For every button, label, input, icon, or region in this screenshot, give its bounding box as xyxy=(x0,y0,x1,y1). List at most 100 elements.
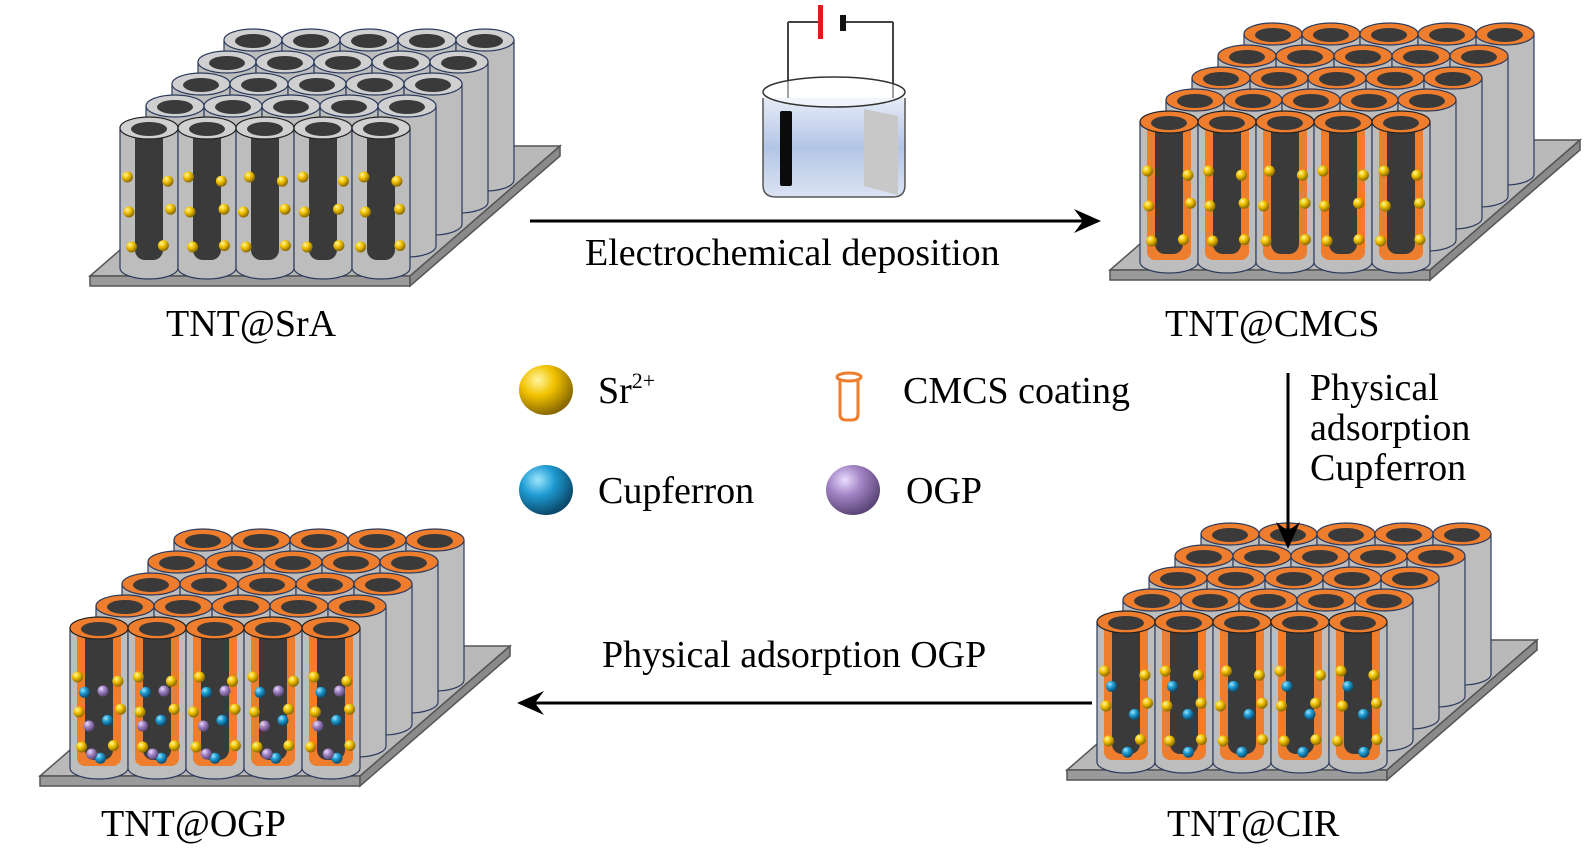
tube-opening xyxy=(1302,550,1338,564)
tube-opening xyxy=(243,534,279,548)
sr-particle xyxy=(1256,697,1268,709)
tube-opening xyxy=(1235,94,1271,108)
sr-particle xyxy=(298,206,310,218)
sr-particle xyxy=(309,706,321,718)
sr-particle xyxy=(1332,735,1344,747)
nanotube xyxy=(1255,110,1315,274)
sr-particle xyxy=(134,706,146,718)
cupferron-particle xyxy=(139,686,151,698)
cupferron-particle xyxy=(330,714,342,726)
tube-opening xyxy=(183,78,219,92)
tube-core xyxy=(143,628,171,760)
tube-opening xyxy=(299,78,335,92)
tube-opening xyxy=(1325,116,1361,130)
cupferron-particle xyxy=(1358,746,1370,758)
tube-opening xyxy=(139,622,175,636)
sr-particle xyxy=(182,171,194,183)
tube-core xyxy=(1387,122,1415,254)
ogp-particle xyxy=(219,685,231,697)
sr-particle xyxy=(184,206,196,218)
tube-opening xyxy=(1134,594,1170,608)
tube-opening xyxy=(81,622,117,636)
cupferron-particle xyxy=(315,686,327,698)
sr-particle xyxy=(1375,235,1387,247)
sr-particle xyxy=(1217,735,1229,747)
tube-opening xyxy=(249,578,285,592)
cupferron-particle xyxy=(1281,680,1293,692)
cupferron-particle xyxy=(1342,680,1354,692)
nanotube xyxy=(1197,110,1257,274)
sr-particle xyxy=(73,706,85,718)
tube-opening xyxy=(305,122,341,136)
tube-opening xyxy=(1209,116,1245,130)
battery-positive-plate xyxy=(818,5,823,39)
sr-particle xyxy=(168,703,180,715)
tube-opening xyxy=(1409,94,1445,108)
sr-particle xyxy=(301,241,313,253)
tube-opening xyxy=(1250,594,1286,608)
sr-particle xyxy=(226,675,238,687)
sr-particle xyxy=(1195,734,1207,746)
substrate-side xyxy=(359,644,511,788)
sr-particle xyxy=(1256,734,1268,746)
tube-opening xyxy=(293,34,329,48)
sr-particle xyxy=(358,171,370,183)
sr-particle xyxy=(1263,165,1275,177)
sr-particle xyxy=(76,741,88,753)
sr-particle xyxy=(1139,669,1151,681)
tube-opening xyxy=(247,122,283,136)
nanotube xyxy=(1270,610,1330,774)
tube-opening xyxy=(333,556,369,570)
tube-opening xyxy=(1287,50,1323,64)
sr-particle xyxy=(1202,165,1214,177)
sr-particle xyxy=(355,241,367,253)
tube-core xyxy=(1286,622,1314,754)
ogp-particle xyxy=(197,720,209,732)
substrate-side xyxy=(1429,138,1581,282)
sr-particle xyxy=(1134,734,1146,746)
cupferron-particle xyxy=(1121,746,1133,758)
legend-cmcs-coating: CMCS coating xyxy=(903,370,1130,412)
sr-particle xyxy=(279,240,291,252)
ogp-particle xyxy=(258,720,270,732)
label-tnt-cir: TNT@CIR xyxy=(1167,803,1340,845)
ogp-particle xyxy=(200,748,212,760)
tube-core xyxy=(251,128,279,260)
ogp-particle xyxy=(333,685,345,697)
cupferron-particle xyxy=(1182,746,1194,758)
tube-opening xyxy=(197,622,233,636)
tube-opening xyxy=(1212,528,1248,542)
sr-particle xyxy=(1235,169,1247,181)
sr-particle xyxy=(137,741,149,753)
sr-particle xyxy=(112,675,124,687)
tube-opening xyxy=(1360,550,1396,564)
sr-particle xyxy=(1253,669,1265,681)
sr-particle xyxy=(1185,197,1197,209)
cupferron-particle xyxy=(155,714,167,726)
nanotube xyxy=(1139,110,1199,274)
sr-particle xyxy=(1317,165,1329,177)
label-tnt-sra: TNT@SrA xyxy=(166,303,337,345)
sr-particle xyxy=(394,240,406,252)
step1-label: Electrochemical deposition xyxy=(585,232,1000,274)
tube-core xyxy=(317,628,345,760)
sr-particle xyxy=(126,241,138,253)
sr-particle xyxy=(243,171,255,183)
sr-particle xyxy=(218,203,230,215)
tube-opening xyxy=(1319,72,1355,86)
sr-particle xyxy=(187,241,199,253)
ogp-particle xyxy=(158,685,170,697)
nanotube xyxy=(177,116,237,280)
tube-opening xyxy=(223,600,259,614)
tube-opening xyxy=(1334,572,1370,586)
cupferron-particle xyxy=(1357,708,1369,720)
tube-opening xyxy=(275,556,311,570)
tube-opening xyxy=(1435,72,1471,86)
tube-opening xyxy=(1229,50,1265,64)
tube-opening xyxy=(241,78,277,92)
cupferron-particle xyxy=(94,752,106,764)
sr-particle xyxy=(394,203,406,215)
cupferron-particle xyxy=(270,752,282,764)
tube-opening xyxy=(417,534,453,548)
